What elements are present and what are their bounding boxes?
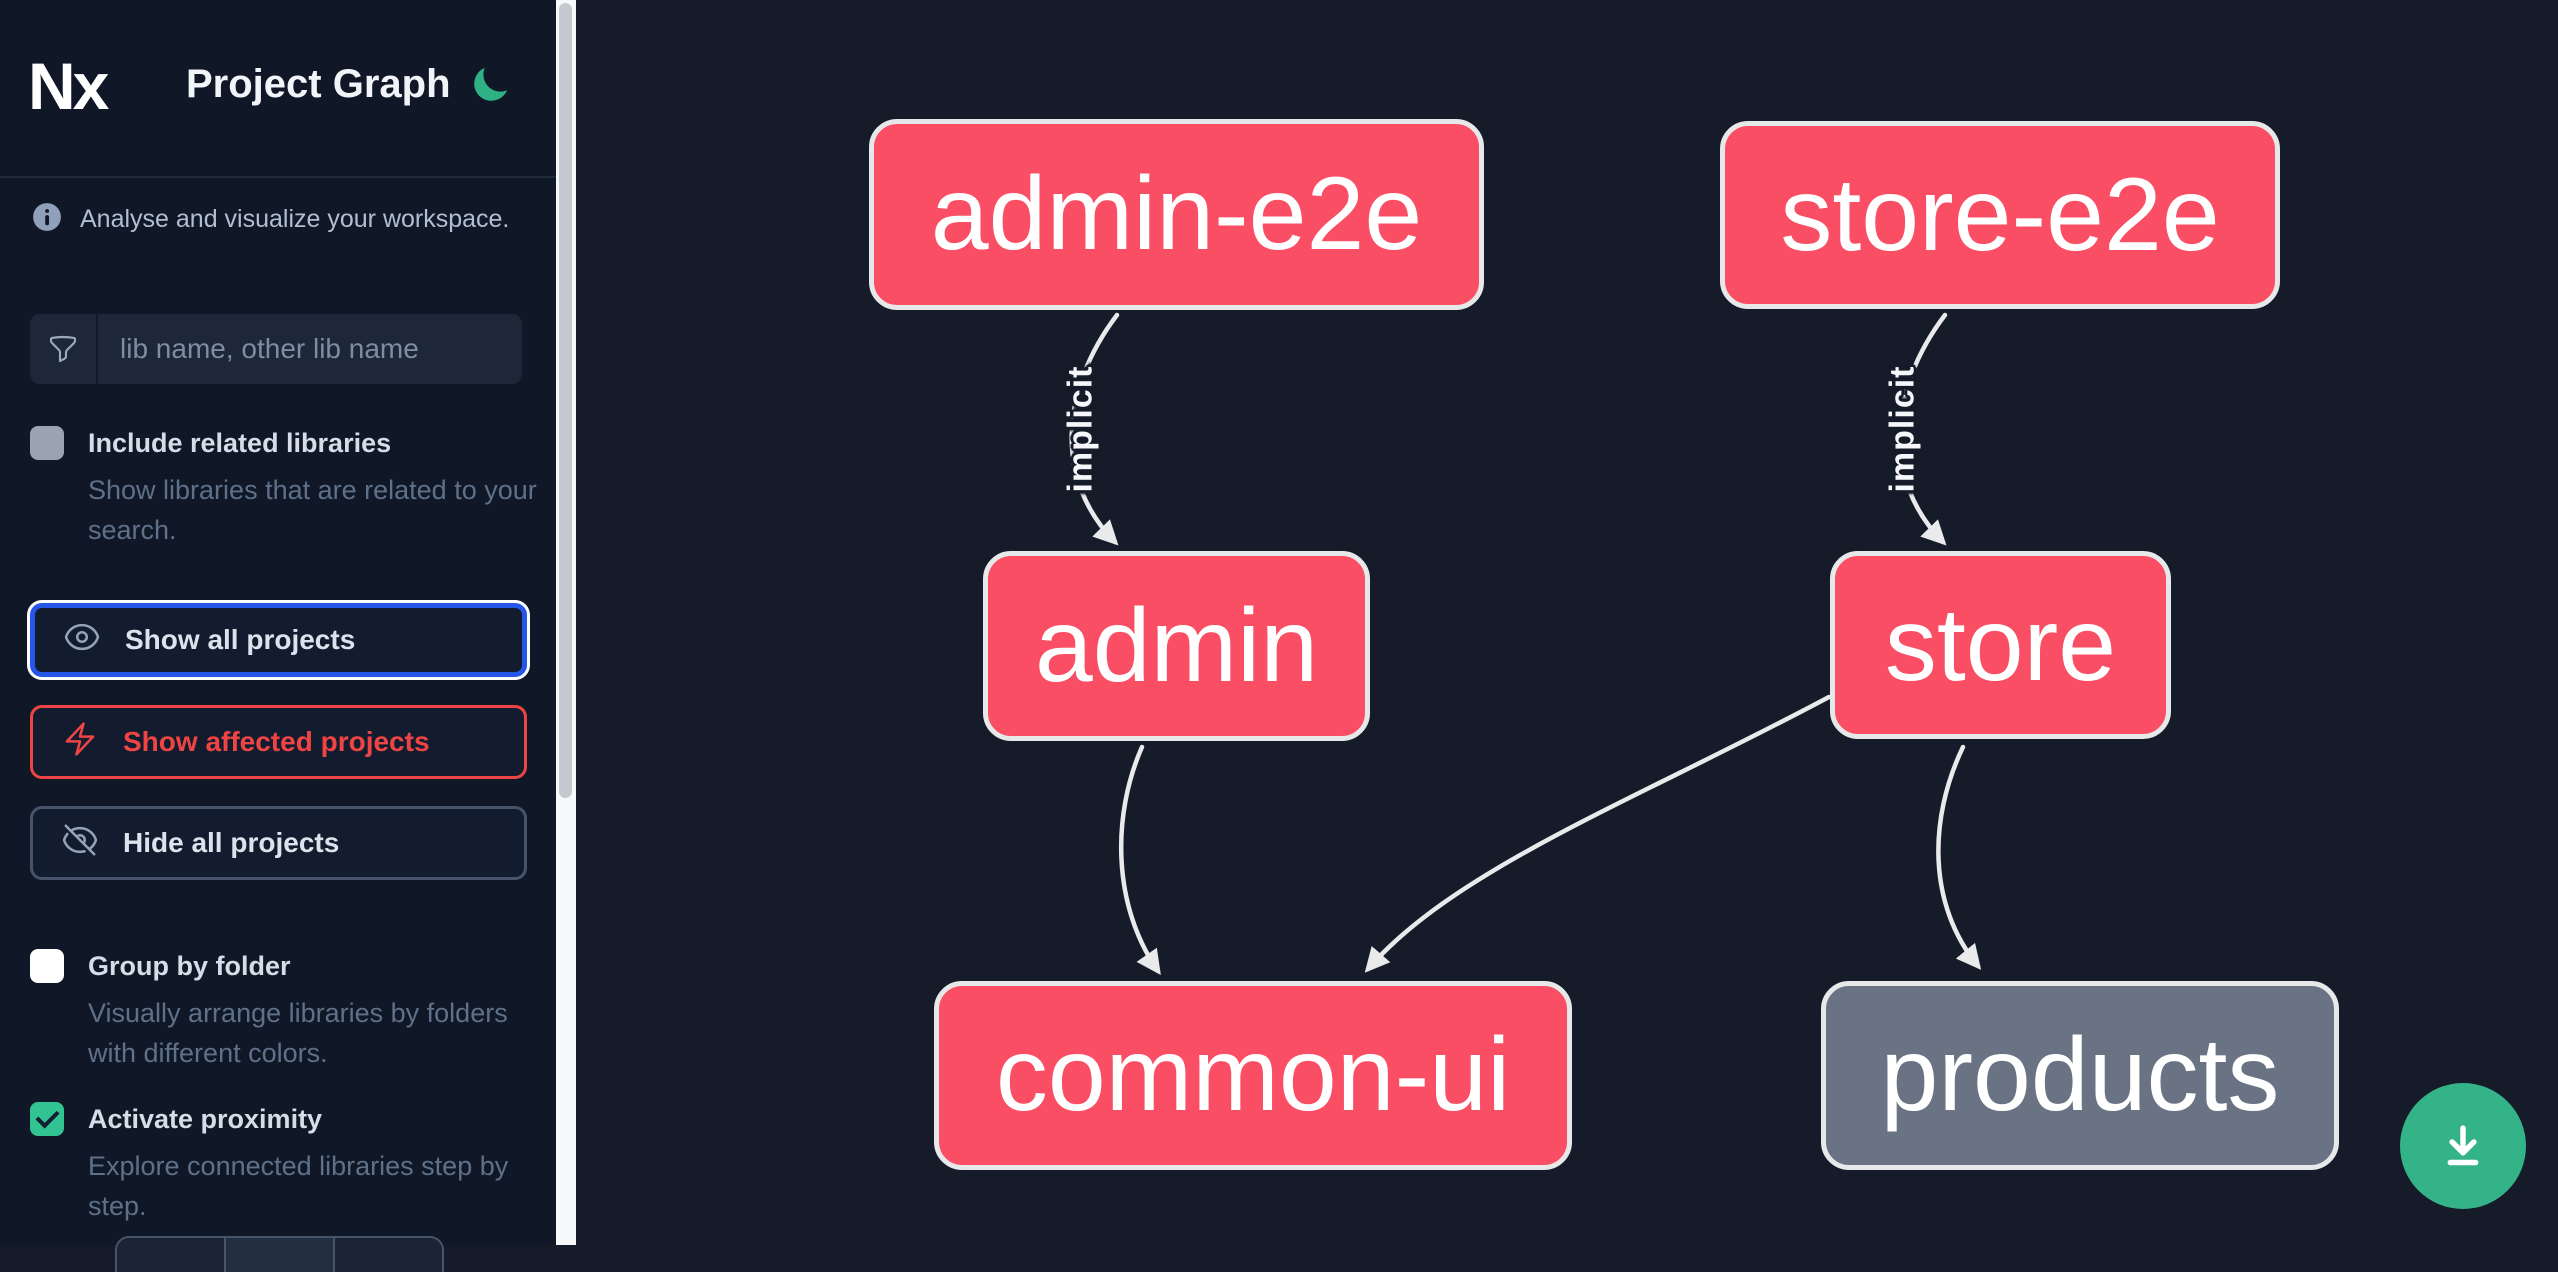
proximity-value bbox=[226, 1238, 335, 1272]
search-input[interactable] bbox=[98, 314, 522, 384]
check-icon bbox=[35, 1104, 60, 1129]
edge-label-implicit: implicit bbox=[1061, 365, 1100, 493]
node-products[interactable]: products bbox=[1821, 981, 2339, 1170]
proximity-increment-button[interactable] bbox=[335, 1238, 442, 1272]
edge-store-common-ui bbox=[1364, 694, 1832, 973]
node-store[interactable]: store bbox=[1830, 551, 2171, 739]
include-related-label: Include related libraries bbox=[88, 428, 392, 458]
header-divider bbox=[0, 176, 556, 178]
group-by-folder-description: Visually arrange libraries by folders wi… bbox=[88, 998, 508, 1068]
proximity-decrement-button[interactable] bbox=[117, 1238, 226, 1272]
group-by-folder-label: Group by folder bbox=[88, 951, 291, 981]
node-store-e2e[interactable]: store-e2e bbox=[1720, 121, 2280, 309]
hide-all-projects-button[interactable]: Hide all projects bbox=[30, 806, 527, 880]
show-affected-projects-button[interactable]: Show affected projects bbox=[30, 705, 527, 779]
edge-admin-e2e-admin bbox=[1069, 312, 1120, 546]
show-all-projects-button[interactable]: Show all projects bbox=[30, 603, 527, 677]
node-common-ui[interactable]: common-ui bbox=[934, 981, 1572, 1170]
checkbox-activate-proximity[interactable] bbox=[30, 1102, 64, 1136]
checkbox-group-by-folder[interactable] bbox=[30, 949, 64, 983]
activate-proximity-description: Explore connected libraries step by step… bbox=[88, 1151, 509, 1221]
show-affected-projects-label: Show affected projects bbox=[123, 726, 430, 757]
hide-all-projects-label: Hide all projects bbox=[123, 827, 340, 858]
edge-store-e2e-store bbox=[1897, 312, 1948, 546]
show-all-projects-label: Show all projects bbox=[125, 624, 356, 655]
bolt-icon bbox=[61, 720, 99, 765]
activate-proximity-label: Activate proximity bbox=[88, 1104, 323, 1134]
info-icon bbox=[32, 202, 62, 237]
moon-icon bbox=[469, 67, 511, 109]
sidebar: Nx Project Graph Analyse and visualize y… bbox=[0, 0, 556, 1272]
node-admin[interactable]: admin bbox=[983, 551, 1370, 741]
download-graph-button[interactable] bbox=[2400, 1083, 2526, 1209]
page-title: Project Graph bbox=[186, 62, 451, 106]
download-icon bbox=[2434, 1116, 2492, 1177]
sidebar-scrollbar[interactable] bbox=[556, 0, 576, 1245]
edge-admin-common-ui bbox=[1118, 744, 1161, 976]
theme-toggle-button[interactable] bbox=[468, 64, 512, 108]
eye-slash-icon bbox=[61, 821, 99, 866]
checkbox-include-related[interactable] bbox=[30, 426, 64, 460]
proximity-stepper[interactable] bbox=[115, 1236, 444, 1272]
include-related-description: Show libraries that are related to your … bbox=[88, 475, 537, 545]
eye-icon bbox=[63, 618, 101, 663]
scrollbar-thumb[interactable] bbox=[559, 3, 572, 798]
nx-logo: Nx bbox=[28, 49, 109, 123]
search-box bbox=[30, 314, 522, 384]
edge-label-implicit: implicit bbox=[1883, 365, 1922, 493]
graph-canvas[interactable]: implicit implicit admin-e2e store-e2e ad… bbox=[576, 0, 2558, 1245]
node-admin-e2e[interactable]: admin-e2e bbox=[869, 119, 1484, 310]
edge-store-products bbox=[1936, 744, 1982, 970]
workspace-tagline: Analyse and visualize your workspace. bbox=[80, 205, 510, 233]
graph-edges bbox=[1069, 312, 1982, 976]
filter-icon bbox=[30, 314, 98, 384]
